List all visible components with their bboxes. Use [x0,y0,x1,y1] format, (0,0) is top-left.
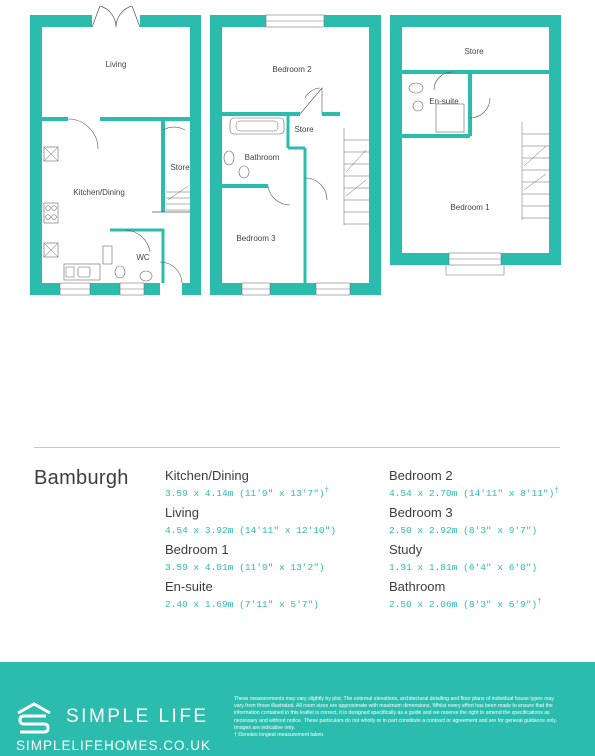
footer-band: SIMPLE LIFE SIMPLELIFEHOMES.CO.UK These … [0,662,595,756]
room-name: Living [165,505,199,520]
room-label-ensuite: En-suite [429,97,459,106]
room-label-store: Store [170,163,190,172]
room-entry: Bathroom 2.50 x 2.06m (8'3" x 6'9")† [389,579,559,616]
dims-text: 4.54 x 3.92m (14'11" x 12'10") [165,525,337,537]
dims-text: 2.40 x 1.69m (7'11" x 5'7") [165,599,319,611]
room-entry: Bedroom 1 3.59 x 4.01m (11'9" x 13'2") [165,542,336,579]
brand-url[interactable]: SIMPLELIFEHOMES.CO.UK [16,738,212,753]
room-label-kitchen: Kitchen/Dining [73,188,125,197]
dims-text: 2.50 x 2.06m (8'3" x 6'9") [389,599,538,611]
front-door-opening [160,283,182,295]
house-type-name: Bamburgh [34,467,129,489]
disclaimer-note: † Denotes longest measurement taken. [234,732,325,739]
room-name: Kitchen/Dining [165,468,249,483]
room-label-living: Living [106,60,127,69]
room-dims: 2.40 x 1.69m (7'11" x 5'7") [165,595,336,612]
dims-text: 3.59 x 4.01m (11'9" x 13'2") [165,562,325,574]
first-floor-walls [210,15,381,295]
room-name: Study [389,542,423,557]
dims-text: 1.91 x 1.81m (6'4" x 6'0") [389,562,538,574]
room-label-wc: WC [136,253,150,262]
room-entry: Study 1.91 x 1.81m (6'4" x 6'0") [389,542,559,579]
room-label-bedroom1: Bedroom 1 [450,203,490,212]
room-dimensions-left: Kitchen/Dining 3.59 x 4.14m (11'9" x 13'… [165,468,336,616]
ground-floor-walls [30,15,201,295]
dims-text: 3.59 x 4.14m (11'9" x 13'7") [165,488,325,500]
room-entry: Kitchen/Dining 3.59 x 4.14m (11'9" x 13'… [165,468,336,505]
room-dims: 1.91 x 1.81m (6'4" x 6'0") [389,558,559,575]
room-dims: 3.59 x 4.01m (11'9" x 13'2") [165,558,336,575]
room-name: En-suite [165,579,213,594]
french-door-opening [92,12,140,29]
room-name: Bedroom 3 [389,505,453,520]
room-name: Bathroom [389,579,446,594]
longest-mark: † [537,598,542,606]
room-dims: 3.59 x 4.14m (11'9" x 13'7")† [165,484,336,501]
room-dims: 4.54 x 2.70m (14'11" x 8'11")† [389,484,559,501]
room-label-bathroom: Bathroom [245,153,280,162]
room-label-bedroom3: Bedroom 3 [236,234,276,243]
ground-floor-plan: Living Kitchen/Dining Store WC [30,5,201,296]
house-logo-icon [17,702,51,734]
dims-text: 2.50 x 2.92m (8'3" x 9'7") [389,525,538,537]
room-entry: En-suite 2.40 x 1.69m (7'11" x 5'7") [165,579,336,616]
room-label-bedroom2: Bedroom 2 [272,65,312,74]
room-label-store: Store [464,47,484,56]
disclaimer: These measurements may vary slightly by … [234,696,564,739]
room-dims: 4.54 x 3.92m (14'11" x 12'10") [165,521,336,538]
longest-mark: † [554,487,559,495]
disclaimer-text: These measurements may vary slightly by … [234,696,558,731]
room-entry: Bedroom 2 4.54 x 2.70m (14'11" x 8'11")† [389,468,559,505]
room-name: Bedroom 2 [389,468,453,483]
first-floor-plan: Bedroom 2 Bathroom Store Bedroom 3 [210,14,381,296]
room-dimensions-right: Bedroom 2 4.54 x 2.70m (14'11" x 8'11")†… [389,468,559,616]
brand-name: SIMPLE LIFE [66,706,209,727]
room-entry: Living 4.54 x 3.92m (14'11" x 12'10") [165,505,336,542]
dims-text: 4.54 x 2.70m (14'11" x 8'11") [389,488,555,500]
room-dims: 2.50 x 2.92m (8'3" x 9'7") [389,521,559,538]
section-divider [34,447,560,448]
room-dims: 2.50 x 2.06m (8'3" x 6'9")† [389,595,559,612]
room-entry: Bedroom 3 2.50 x 2.92m (8'3" x 9'7") [389,505,559,542]
room-label-store: Store [294,125,314,134]
longest-mark: † [324,487,329,495]
second-floor-plan: Store En-suite Bedroom 1 [390,15,561,276]
floor-plans: Living Kitchen/Dining Store WC [30,5,561,296]
room-name: Bedroom 1 [165,542,229,557]
